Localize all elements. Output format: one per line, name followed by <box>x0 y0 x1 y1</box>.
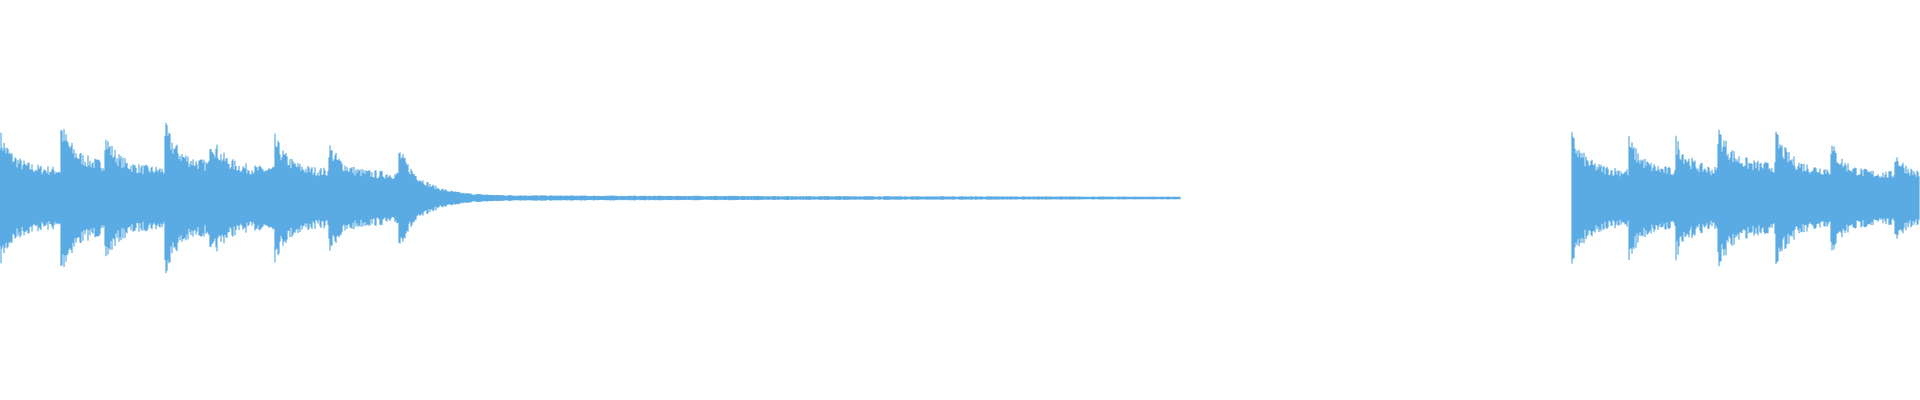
waveform-path <box>0 122 1920 274</box>
waveform-bars <box>0 122 1920 274</box>
